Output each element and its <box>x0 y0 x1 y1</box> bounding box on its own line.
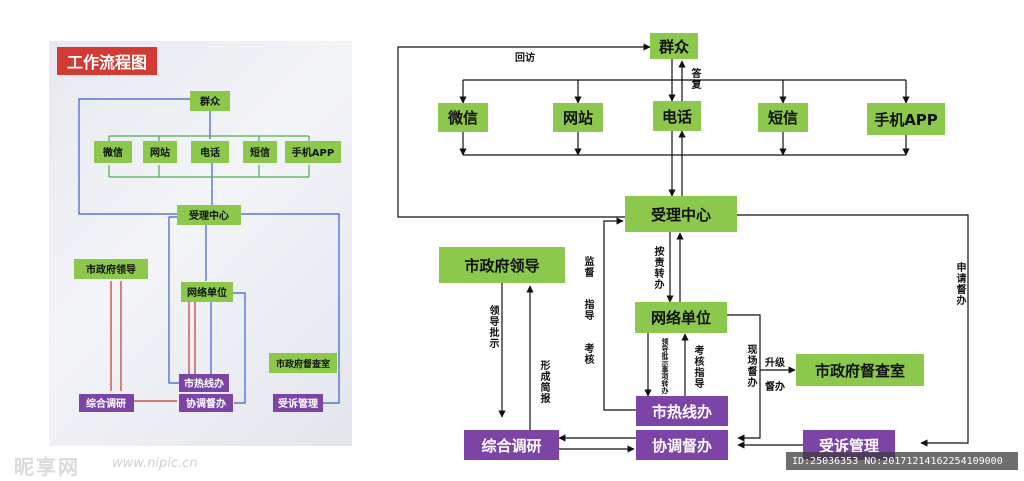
photo-node-wechat: 微信 <box>102 146 123 159</box>
photo-node-center: 受理中心 <box>189 209 229 222</box>
label-leader-instruct-matter: 领导批示事项转办 <box>661 338 669 394</box>
label-supervise: 监督 <box>582 256 593 278</box>
node-sms: 短信 <box>758 103 808 132</box>
photo-node-app: 手机APP <box>292 146 334 159</box>
photo-node-complaint: 受诉管理 <box>278 397 318 410</box>
watermark-logo: 昵享网 <box>14 455 80 479</box>
photo-title: 工作流程图 <box>57 47 157 75</box>
label-assess: 考核 <box>582 343 593 365</box>
node-network: 网络单位 <box>635 302 727 333</box>
node-research: 综合调研 <box>464 430 559 460</box>
photo-node-coordinate: 协调督办 <box>186 397 226 410</box>
label-upgrade: 升级 <box>765 358 785 369</box>
photo-node-inspect: 市政府督查室 <box>276 358 330 370</box>
photo-node-network: 网络单位 <box>187 286 227 299</box>
node-masses: 群众 <box>650 33 698 59</box>
label-leader-instruct: 领导批示 <box>487 305 498 349</box>
photo-flowchart-lines: 群众 微信 网站 电话 短信 手机APP 受理中心 市政府领导 网络单位 市热线… <box>74 91 341 412</box>
label-form-report: 形成简报 <box>538 360 549 404</box>
node-app: 手机APP <box>867 103 945 135</box>
photo-node-phone: 电话 <box>200 146 220 159</box>
photo-node-hotline: 市热线办 <box>184 377 224 390</box>
board-photo: 工作流程图 <box>49 41 352 446</box>
photo-node-research: 综合调研 <box>86 397 126 410</box>
label-assign: 按责转办 <box>652 246 663 290</box>
label-reply: 答复 <box>689 68 700 90</box>
label-supervise-short: 督办 <box>765 382 785 393</box>
photo-node-website: 网站 <box>150 146 170 159</box>
node-inspection-office: 市政府督查室 <box>796 354 924 386</box>
node-coordinate: 协调督办 <box>636 430 728 460</box>
node-leader: 市政府领导 <box>439 247 565 283</box>
node-wechat: 微信 <box>438 103 488 132</box>
label-onsite-supervise: 现场督办 <box>745 344 756 388</box>
label-assess-guide: 考核指导 <box>692 345 703 389</box>
watermark-id: ID:25036353 NO:20171214162254109000 <box>786 452 1018 470</box>
node-website: 网站 <box>553 103 603 132</box>
label-revisit: 回访 <box>515 53 535 64</box>
photo-node-sms: 短信 <box>250 146 270 159</box>
label-apply-supervise: 申请督办 <box>954 262 965 306</box>
watermark-url: www.nipic.cn <box>112 456 198 471</box>
node-center: 受理中心 <box>625 196 737 232</box>
node-hotline: 市热线办 <box>636 396 728 426</box>
photo-node-leader: 市政府领导 <box>86 263 136 276</box>
node-phone: 电话 <box>653 101 701 131</box>
photo-node-masses: 群众 <box>200 95 221 108</box>
label-guide: 指导 <box>582 299 593 321</box>
